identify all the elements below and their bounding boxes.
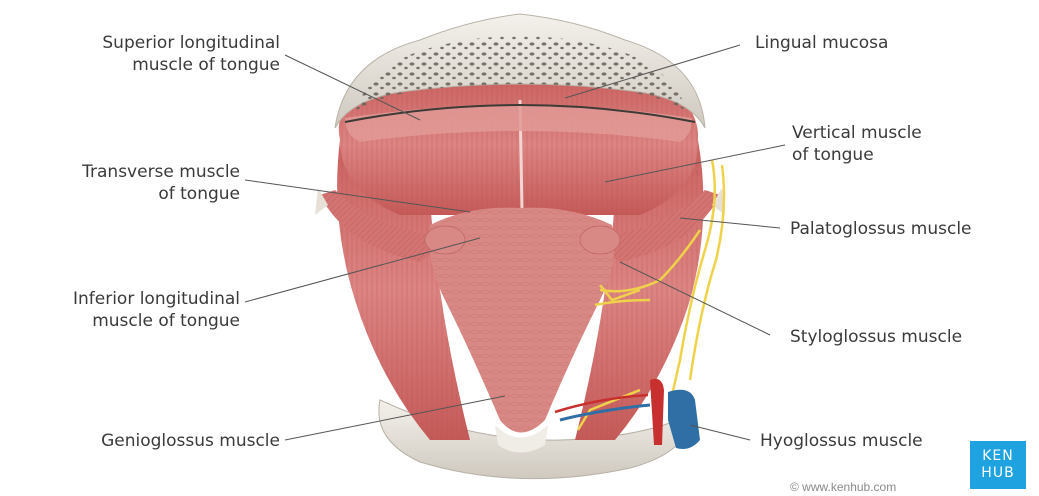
label-lingual-mucosa: Lingual mucosa xyxy=(755,32,888,54)
kenhub-logo: KEN HUB xyxy=(970,441,1026,489)
label-genioglossus: Genioglossus muscle xyxy=(20,430,280,452)
logo-line-1: KEN xyxy=(970,448,1026,465)
label-hyoglossus: Hyoglossus muscle xyxy=(760,430,923,452)
label-transverse-muscle: Transverse muscle of tongue xyxy=(0,161,240,205)
label-superior-longitudinal: Superior longitudinal muscle of tongue xyxy=(30,32,280,76)
copyright-text: © www.kenhub.com xyxy=(790,480,896,494)
label-styloglossus: Styloglossus muscle xyxy=(790,326,962,348)
label-palatoglossus: Palatoglossus muscle xyxy=(790,218,972,240)
label-inferior-longitudinal: Inferior longitudinal muscle of tongue xyxy=(0,288,240,332)
logo-line-2: HUB xyxy=(970,465,1026,482)
label-vertical-muscle: Vertical muscle of tongue xyxy=(792,122,922,166)
